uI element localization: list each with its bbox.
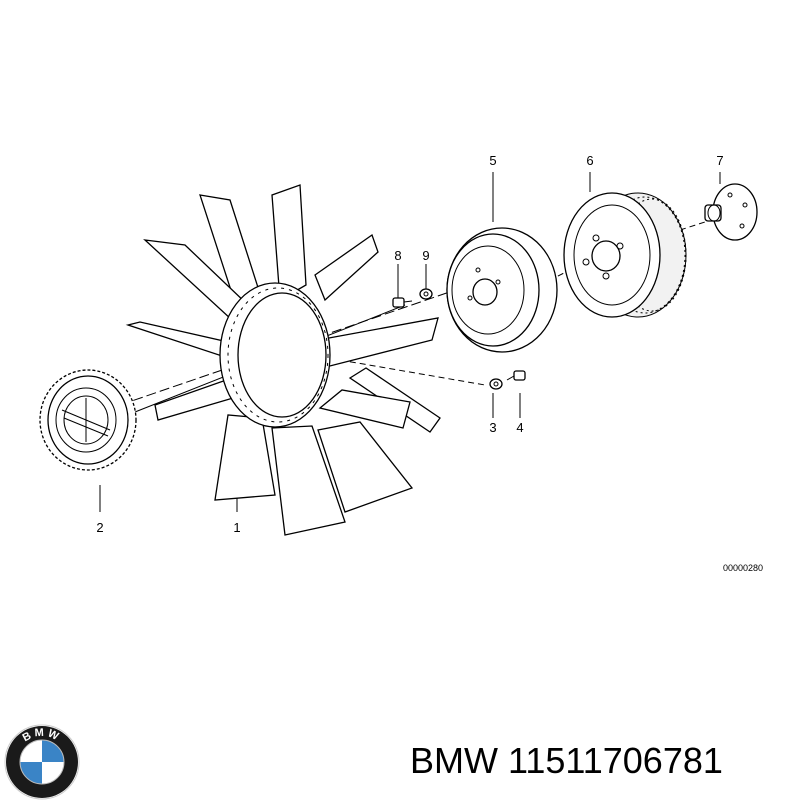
callout-2: 2 [96,520,103,535]
part-caption: BMW 11511706781 [410,737,723,785]
callout-labels: 5 6 7 8 9 3 4 2 1 00000280 [96,153,763,573]
part-3-washer [489,378,503,390]
part-1-fan [125,184,441,536]
part-2-fan-clutch [39,369,137,471]
callout-3: 3 [489,420,496,435]
callout-8: 8 [394,248,401,263]
part-7-hub-flange [704,183,758,241]
callout-6: 6 [586,153,593,168]
part-6-ribbed-pulley [563,192,687,318]
drawing-code: 00000280 [723,563,763,573]
callout-9: 9 [422,248,429,263]
bmw-roundel-icon: BMW [4,724,80,800]
part-9-washer [419,288,433,300]
part-8-bolt [392,297,413,308]
logo-letters: BMW [21,727,64,745]
part-number: 11511706781 [508,740,723,781]
callout-1: 1 [233,520,240,535]
callout-7: 7 [716,153,723,168]
callout-4: 4 [516,420,523,435]
callout-5: 5 [489,153,496,168]
brand-name: BMW [410,740,498,781]
part-5-pulley [446,227,558,353]
part-4-bolt [506,370,526,381]
